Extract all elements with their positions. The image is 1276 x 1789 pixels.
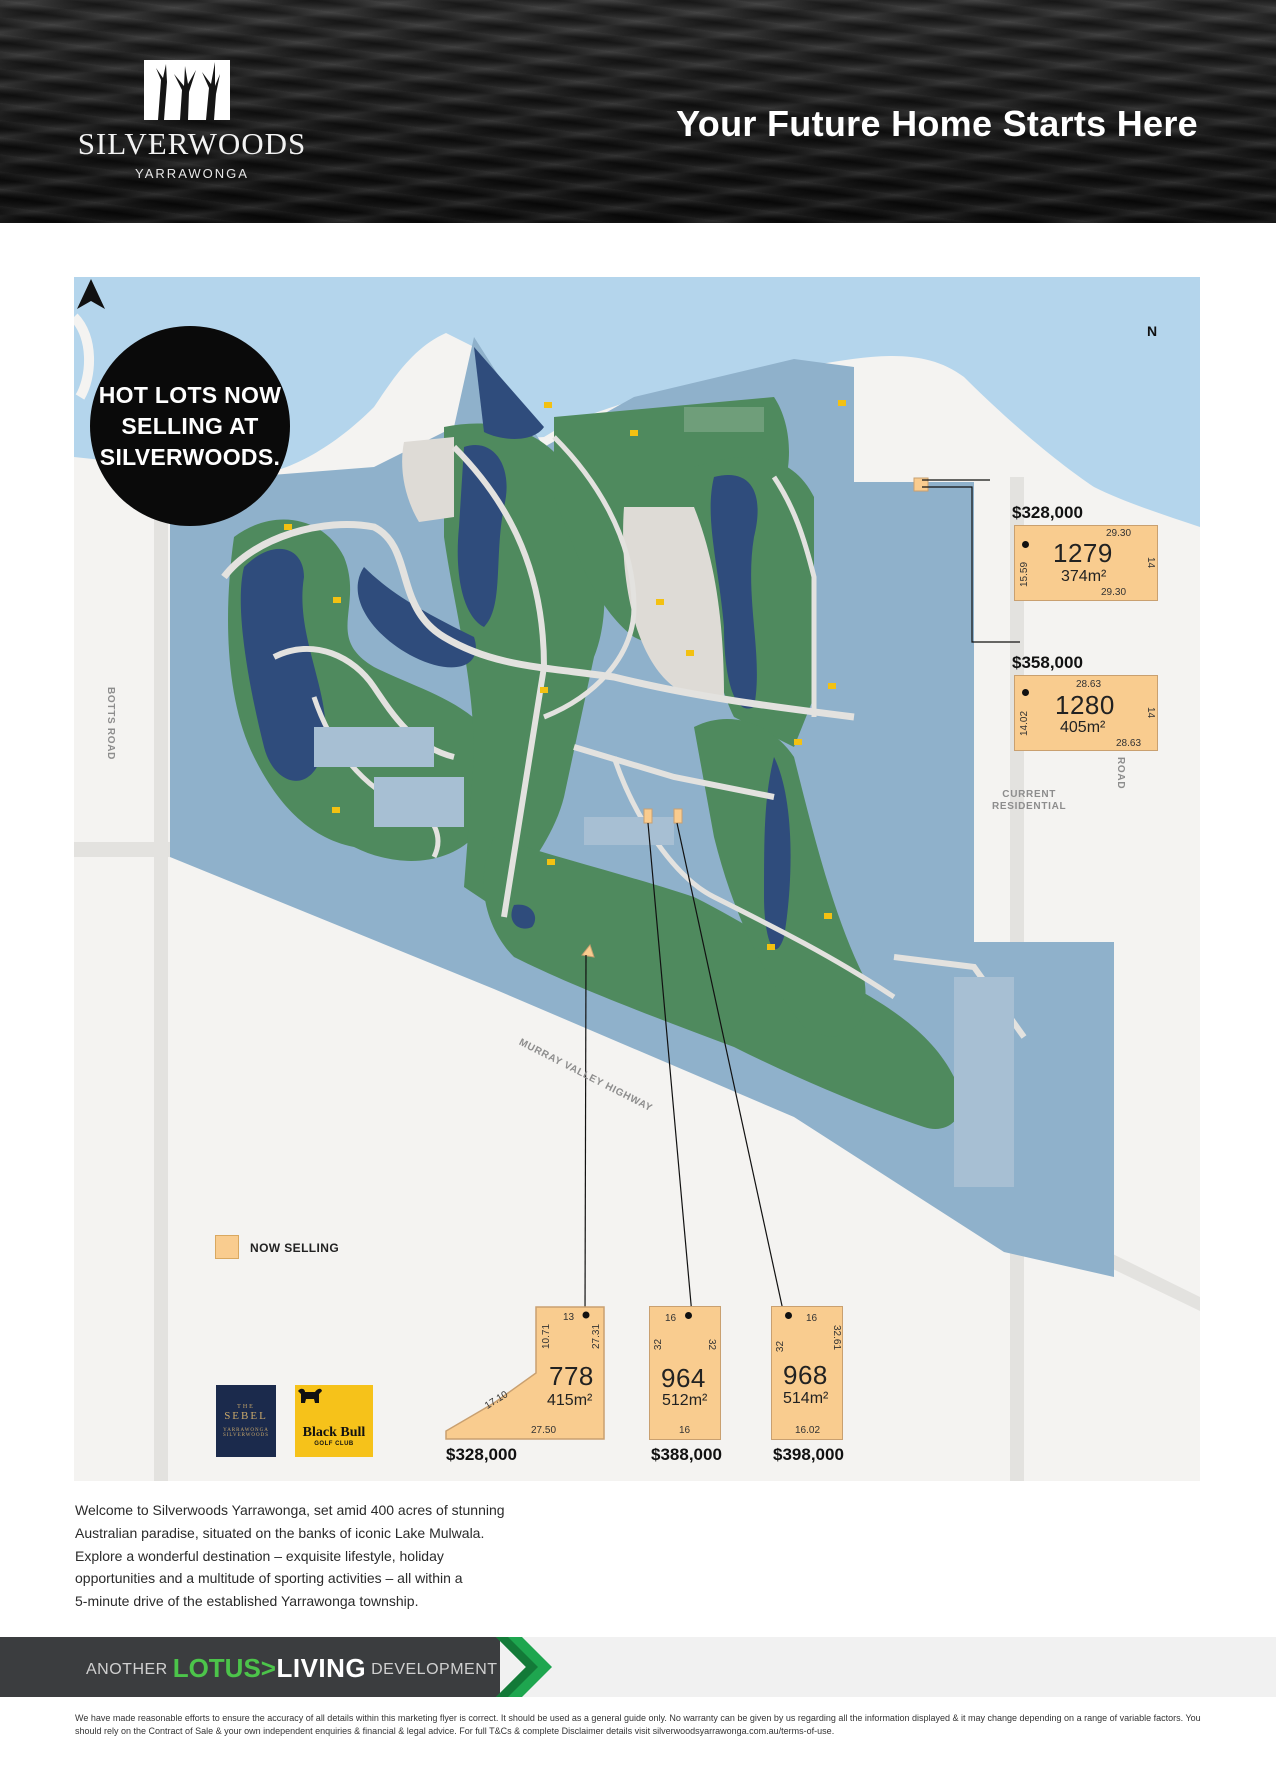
sebel-logo[interactable]: THE SEBEL YARRAWONGA SILVERWOODS xyxy=(216,1385,276,1457)
sebel-line1: THE xyxy=(237,1404,255,1410)
site-map: HOT LOTS NOW SELLING AT SILVERWOODS. N B… xyxy=(74,277,1200,1481)
intro-line: 5-minute drive of the established Yarraw… xyxy=(75,1593,419,1610)
lot-968-price: $398,000 xyxy=(773,1445,844,1464)
lot-dim-top: 16 xyxy=(665,1313,677,1324)
lot-1280-price: $358,000 xyxy=(1012,653,1083,672)
lot-1279-price: $328,000 xyxy=(1012,503,1083,522)
footer-band: ANOTHER LOTUS>LIVING DEVELOPMENT xyxy=(0,1637,1276,1697)
lot-964-card[interactable]: 16 32 32 964 512m² 16 xyxy=(649,1306,721,1440)
lot-1279-card[interactable]: 29.30 1279 374m² 29.30 15.59 14 xyxy=(1014,525,1158,601)
lotus-text: LOTUS xyxy=(172,1653,261,1683)
lot-dim-bottom: 16 xyxy=(679,1425,691,1436)
intro-line: Australian paradise, situated on the ban… xyxy=(75,1524,485,1541)
lot-area: 405m² xyxy=(1060,719,1106,736)
lot-778-number: 778 xyxy=(549,1361,594,1391)
header-banner: SILVERWOODS YARRAWONGA Your Future Home … xyxy=(0,0,1276,223)
lot-pin xyxy=(785,1312,792,1319)
logo-wordmark: SILVERWOODS xyxy=(77,126,307,161)
intro-line: Explore a wonderful destination – exquis… xyxy=(75,1547,444,1564)
lot-dim-left: 32 xyxy=(653,1338,665,1351)
lot-dim-top: 16 xyxy=(806,1313,818,1324)
lot-778-dim-top: 13 xyxy=(563,1312,575,1323)
sebel-line3: YARRAWONGA SILVERWOODS xyxy=(222,1428,270,1438)
right-road-label: ROAD xyxy=(1115,757,1126,790)
lot-number: 1280 xyxy=(1055,690,1115,720)
chevron-arrow-icon xyxy=(496,1637,552,1697)
lot-dim-bottom: 29.30 xyxy=(1101,587,1127,598)
lot-dim-left: 32 xyxy=(775,1340,787,1353)
intro-paragraph: Welcome to Silverwoods Yarrawonga, set a… xyxy=(75,1499,595,1613)
footer-dark-panel xyxy=(0,1637,500,1697)
lot-778-dim-left-upper: 10.71 xyxy=(541,1323,553,1350)
lot-pin xyxy=(1022,689,1029,696)
lot-dim-right: 14 xyxy=(1145,706,1157,719)
golf-course-south xyxy=(483,837,963,1129)
lot-pin xyxy=(685,1312,692,1319)
lotus-arrow-text: > xyxy=(260,1653,277,1683)
lot-number: 968 xyxy=(783,1360,828,1390)
lot-area: 512m² xyxy=(662,1392,708,1409)
lot-area: 514m² xyxy=(783,1390,829,1407)
north-label: N xyxy=(1147,323,1158,339)
lot-dim-right: 32 xyxy=(706,1338,718,1351)
hot-lots-badge: HOT LOTS NOW SELLING AT SILVERWOODS. xyxy=(90,326,290,526)
lake xyxy=(74,277,1200,527)
intro-line: Welcome to Silverwoods Yarrawonga, set a… xyxy=(75,1502,505,1518)
black-bull-golf-logo[interactable]: Black Bull GOLF CLUB xyxy=(295,1385,373,1457)
lot-pin xyxy=(1022,541,1029,548)
lot-number: 964 xyxy=(661,1363,706,1393)
bull-line1: Black Bull xyxy=(302,1425,366,1440)
another-text: ANOTHER xyxy=(86,1661,168,1678)
bull-line2: GOLF CLUB xyxy=(314,1441,354,1447)
lot-778-card[interactable] xyxy=(444,1305,606,1441)
development-text: DEVELOPMENT xyxy=(371,1661,498,1678)
lot-1280-card[interactable]: 28.63 1280 405m² 28.63 14.02 14 xyxy=(1014,675,1158,751)
lot-dim-left: 15.59 xyxy=(1019,561,1031,588)
map-artwork xyxy=(74,277,1200,1481)
headline: Your Future Home Starts Here xyxy=(676,103,1198,144)
lot-dim-top: 29.30 xyxy=(1106,528,1132,539)
intro-line: opportunities and a multitude of sportin… xyxy=(75,1570,463,1587)
lot-dim-right: 14 xyxy=(1145,556,1157,569)
lot-area: 374m² xyxy=(1061,568,1107,585)
lot-778-price: $328,000 xyxy=(446,1445,517,1464)
lot-dim-left: 14.02 xyxy=(1019,710,1031,737)
sebel-line2: SEBEL xyxy=(224,1410,268,1422)
lot-dim-bottom: 16.02 xyxy=(795,1425,821,1436)
logo-subtitle: YARRAWONGA xyxy=(135,166,249,181)
lot-964-price: $388,000 xyxy=(651,1445,722,1464)
lot-778-dim-right: 27.31 xyxy=(591,1323,603,1350)
lot-number: 1279 xyxy=(1053,538,1113,568)
lot-968-card[interactable]: 16 32 32.61 968 514m² 16.02 xyxy=(771,1306,843,1440)
legend-swatch xyxy=(215,1235,239,1259)
legend-label: NOW SELLING xyxy=(250,1241,340,1255)
lot-778-area: 415m² xyxy=(547,1392,593,1409)
lot-dim-right: 32.61 xyxy=(831,1324,843,1351)
disclaimer: We have made reasonable efforts to ensur… xyxy=(75,1713,1201,1736)
north-arrow-icon xyxy=(77,279,105,309)
lot-dim-top: 28.63 xyxy=(1076,679,1102,690)
current-residential-label: CURRENT RESIDENTIAL xyxy=(992,789,1067,812)
botts-road-label: BOTTS ROAD xyxy=(105,687,116,761)
trees-logo-icon xyxy=(144,60,230,120)
living-text: LIVING xyxy=(276,1653,367,1683)
lotus-living-wordmark[interactable]: ANOTHER LOTUS>LIVING DEVELOPMENT xyxy=(86,1653,498,1684)
lot-dim-bottom: 28.63 xyxy=(1116,738,1142,749)
silverwoods-logo[interactable]: SILVERWOODS YARRAWONGA xyxy=(72,60,312,190)
bull-icon xyxy=(298,1388,322,1403)
lot-778-dim-bottom: 27.50 xyxy=(531,1425,557,1436)
